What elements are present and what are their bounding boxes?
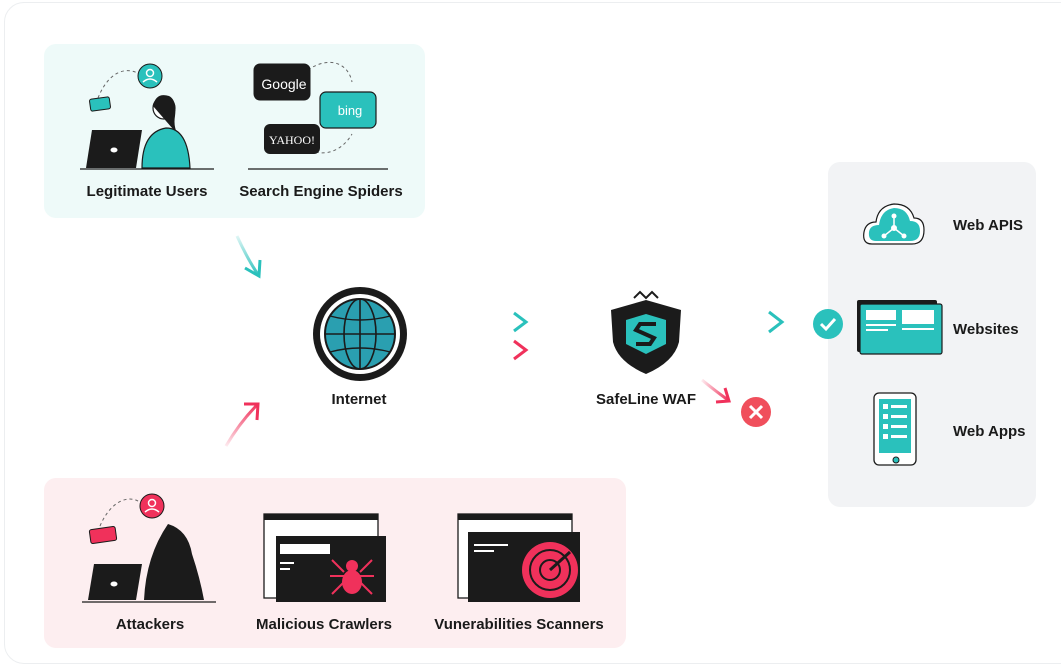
internet-to-waf-legit-arrow bbox=[480, 311, 529, 333]
attacker-icon bbox=[82, 493, 216, 603]
internet-to-waf-malicious-arrow bbox=[480, 339, 529, 361]
google-logo: Google bbox=[261, 76, 307, 92]
vulnerability-scanners-label: Vunerabilities Scanners bbox=[434, 616, 604, 633]
search-engine-spiders-label: Search Engine Spiders bbox=[239, 183, 403, 200]
waf-to-assets-arrow bbox=[720, 310, 785, 334]
website-icon bbox=[857, 300, 943, 355]
bing-logo: bing bbox=[337, 103, 363, 118]
shield-icon bbox=[611, 290, 681, 374]
spider-icon bbox=[263, 513, 386, 602]
blocked-x-icon bbox=[741, 397, 771, 427]
search-engine-logos bbox=[248, 61, 388, 170]
legitimate-user-icon bbox=[80, 63, 214, 170]
legit-to-internet-arrow bbox=[235, 235, 262, 279]
websites-label: Websites bbox=[953, 321, 1019, 338]
attackers-label: Attackers bbox=[115, 616, 185, 633]
radar-scanner-icon bbox=[457, 513, 580, 602]
mobile-app-icon bbox=[873, 392, 917, 466]
legitimate-users-label: Legitimate Users bbox=[86, 183, 208, 200]
waf-blocked-arrow bbox=[701, 378, 731, 404]
safeline-waf-label: SafeLine WAF bbox=[595, 391, 697, 408]
yahoo-logo: YAHOO! bbox=[269, 133, 315, 147]
malicious-to-internet-arrow bbox=[224, 402, 260, 447]
cloud-api-icon bbox=[863, 203, 925, 245]
malicious-crawlers-label: Malicious Crawlers bbox=[256, 616, 392, 633]
globe-icon bbox=[313, 287, 407, 381]
allowed-check-icon bbox=[813, 309, 843, 339]
flow-arrows bbox=[224, 235, 843, 447]
internet-label: Internet bbox=[331, 391, 387, 408]
web-apps-label: Web Apps bbox=[953, 423, 1026, 440]
web-apis-label: Web APIS bbox=[953, 217, 1024, 234]
